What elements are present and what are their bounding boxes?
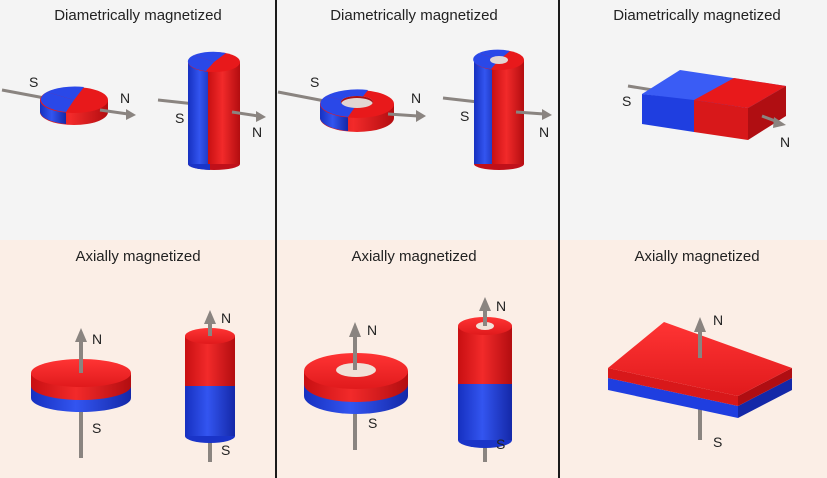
panel-1-top-title: Diametrically magnetized xyxy=(54,7,222,24)
panel-2-bottom-title: Axially magnetized xyxy=(351,248,477,265)
panel-2-axial-ring xyxy=(304,322,408,450)
panel-2-diametric-ring xyxy=(277,89,426,132)
panel-2-tube-north-label: N xyxy=(539,124,550,140)
panel-2-tube-south-label: S xyxy=(460,108,470,124)
panel-3-axial-block xyxy=(608,317,792,440)
panel-1-bottom-title: Axially magnetized xyxy=(75,248,201,265)
panel-2-diametric-tube xyxy=(442,49,552,170)
panel-2-axial-ring-north-label: N xyxy=(367,322,378,338)
panel-3-axial-block-north-label: N xyxy=(713,312,724,328)
panel-2-axial-tube-south-label: S xyxy=(496,436,506,452)
panel-2-ring-south-label: S xyxy=(310,74,320,90)
panel-2-axial-tube-north-label: N xyxy=(496,298,507,314)
panel-1-axial-disc xyxy=(31,328,131,458)
panel-2-ring-north-label: N xyxy=(411,90,422,106)
panel-1-axial-disc-south-label: S xyxy=(92,420,102,436)
panel-3-block-south-label: S xyxy=(622,93,632,109)
panel-divider-2 xyxy=(558,0,560,478)
panel-1-rod-south-label: S xyxy=(175,110,185,126)
panel-divider-1 xyxy=(275,0,277,478)
panel-1-diametric-rod xyxy=(157,51,266,170)
panel-1-diametric-disc xyxy=(1,86,136,125)
panel-2-axial-ring-south-label: S xyxy=(368,415,378,431)
panel-3-axial-block-south-label: S xyxy=(713,434,723,450)
panel-1-rod-north-label: N xyxy=(252,124,263,140)
panel-3-block-north-label: N xyxy=(780,134,791,150)
panel-3-bottom-title: Axially magnetized xyxy=(634,248,760,265)
panel-1-disc-south-label: S xyxy=(29,74,39,90)
panel-1-axial-rod xyxy=(185,310,235,462)
panel-1-disc-north-label: N xyxy=(120,90,131,106)
panel-1-axial-rod-south-label: S xyxy=(221,442,231,458)
panel-1-axial-disc-north-label: N xyxy=(92,331,103,347)
panel-3-diametric-block xyxy=(627,70,786,140)
panel-2-axial-tube xyxy=(458,297,512,462)
panel-1-axial-rod-north-label: N xyxy=(221,310,232,326)
panel-2-top-title: Diametrically magnetized xyxy=(330,7,498,24)
panel-3-top-title: Diametrically magnetized xyxy=(613,7,781,24)
